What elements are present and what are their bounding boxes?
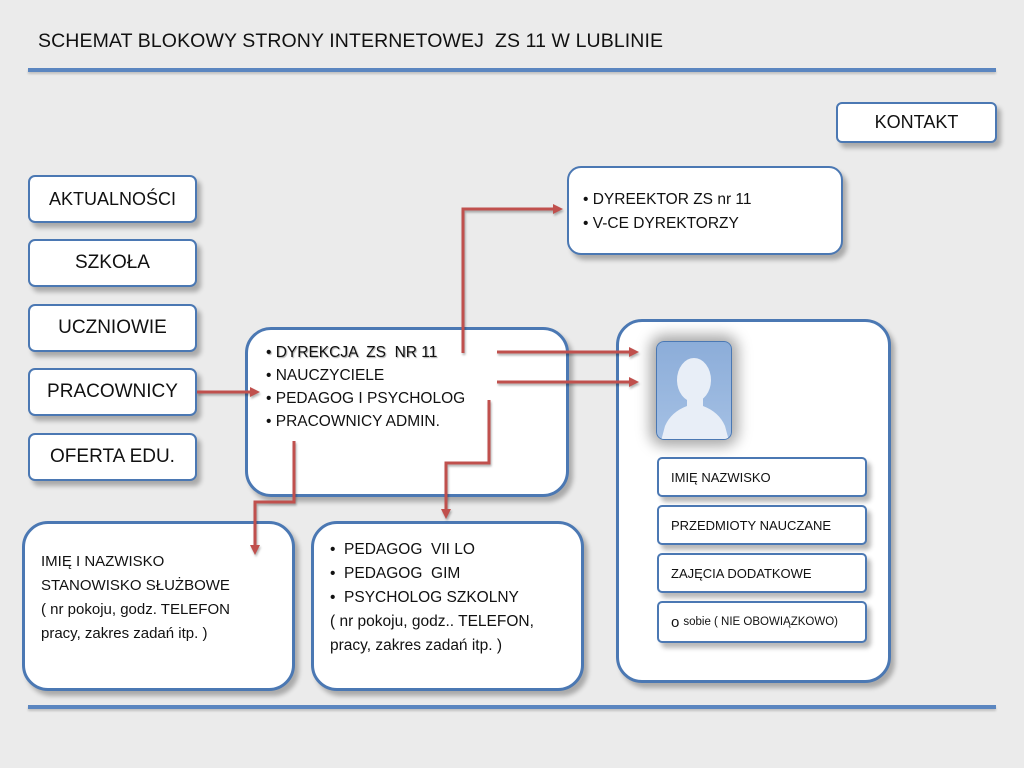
nav-szkola[interactable]: SZKOŁA — [28, 239, 197, 287]
staff-item-dyrekcja[interactable]: • DYREKCJA ZS NR 11 — [266, 344, 438, 361]
arrow-pedagog-to-pedagog-box — [441, 400, 491, 519]
nav-aktualnosci[interactable]: AKTUALNOŚCI — [28, 175, 197, 223]
nav-aktualnosci-label: AKTUALNOŚCI — [48, 188, 177, 209]
teacher-photo-icon — [656, 341, 732, 440]
kontakt-button[interactable]: KONTAKT — [836, 102, 997, 143]
teacher-name-field: IMIĘ NAZWISKO — [657, 457, 867, 497]
arrow-dyrekcja-to-dyrektor — [461, 204, 563, 353]
nav-oferta-edu[interactable]: OFERTA EDU. — [28, 433, 197, 481]
nav-szkola-label: SZKOŁA — [75, 252, 150, 273]
pedagog-line-psycholog: • PSYCHOLOG SZKOLNY — [330, 589, 519, 606]
teacher-extra-label: ZAJĘCIA DODATKOWE — [671, 565, 812, 581]
arrow-admin-to-admin-box — [250, 441, 296, 555]
teacher-about-label: sobie ( NIE OBOWIĄZKOWO) — [683, 616, 838, 628]
pedagog-line-gim: • PEDAGOG GIM — [330, 565, 461, 582]
kontakt-label: KONTAKT — [874, 112, 959, 132]
about-bullet: o — [671, 613, 680, 631]
staff-item-nauczyciele[interactable]: • NAUCZYCIELE — [266, 367, 385, 384]
admin-line-duties: pracy, zakres zadań itp. ) — [41, 625, 208, 642]
nav-pracownicy-label: PRACOWNICY — [47, 381, 178, 402]
nav-uczniowie-label: UCZNIOWIE — [58, 317, 167, 338]
staff-categories-box[interactable]: • DYREKCJA ZS NR 11 • NAUCZYCIELE • PEDA… — [245, 327, 569, 497]
staff-item-pedagog[interactable]: • PEDAGOG I PSYCHOLOG — [266, 390, 466, 407]
admin-employee-box: IMIĘ I NAZWISKO STANOWISKO SŁUŻBOWE ( nr… — [22, 521, 295, 691]
bottom-divider — [28, 705, 996, 709]
pedagog-box: • PEDAGOG VII LO • PEDAGOG GIM • PSYCHOL… — [311, 521, 584, 691]
pedagog-line-room: ( nr pokoju, godz.. TELEFON, — [330, 613, 534, 630]
dyrektor-box[interactable]: • DYREEKTOR ZS nr 11 • V-CE DYREKTORZY — [567, 166, 843, 255]
admin-line-name: IMIĘ I NAZWISKO — [41, 553, 165, 570]
page-title: SCHEMAT BLOKOWY STRONY INTERNETOWEJ ZS 1… — [38, 30, 664, 52]
staff-item-admin[interactable]: • PRACOWNICY ADMIN. — [266, 413, 440, 430]
top-divider — [28, 68, 996, 72]
dyrektor-item: • DYREEKTOR ZS nr 11 — [583, 191, 752, 208]
teacher-name-label: IMIĘ NAZWISKO — [671, 469, 771, 485]
pedagog-line-lo: • PEDAGOG VII LO — [330, 541, 475, 558]
teacher-about-field: o sobie ( NIE OBOWIĄZKOWO) — [657, 601, 867, 643]
teacher-extra-field: ZAJĘCIA DODATKOWE — [657, 553, 867, 593]
admin-line-room: ( nr pokoju, godz. TELEFON — [41, 601, 230, 618]
vice-dyrektor-item: • V-CE DYREKTORZY — [583, 215, 739, 232]
teacher-subjects-label: PRZEDMIOTY NAUCZANE — [671, 517, 832, 533]
admin-line-position: STANOWISKO SŁUŻBOWE — [41, 577, 230, 594]
pedagog-line-duties: pracy, zakres zadań itp. ) — [330, 637, 503, 654]
nav-uczniowie[interactable]: UCZNIOWIE — [28, 304, 197, 352]
nav-pracownicy[interactable]: PRACOWNICY — [28, 368, 197, 416]
nav-oferta-edu-label: OFERTA EDU. — [50, 446, 175, 467]
teacher-subjects-field: PRZEDMIOTY NAUCZANE — [657, 505, 867, 545]
